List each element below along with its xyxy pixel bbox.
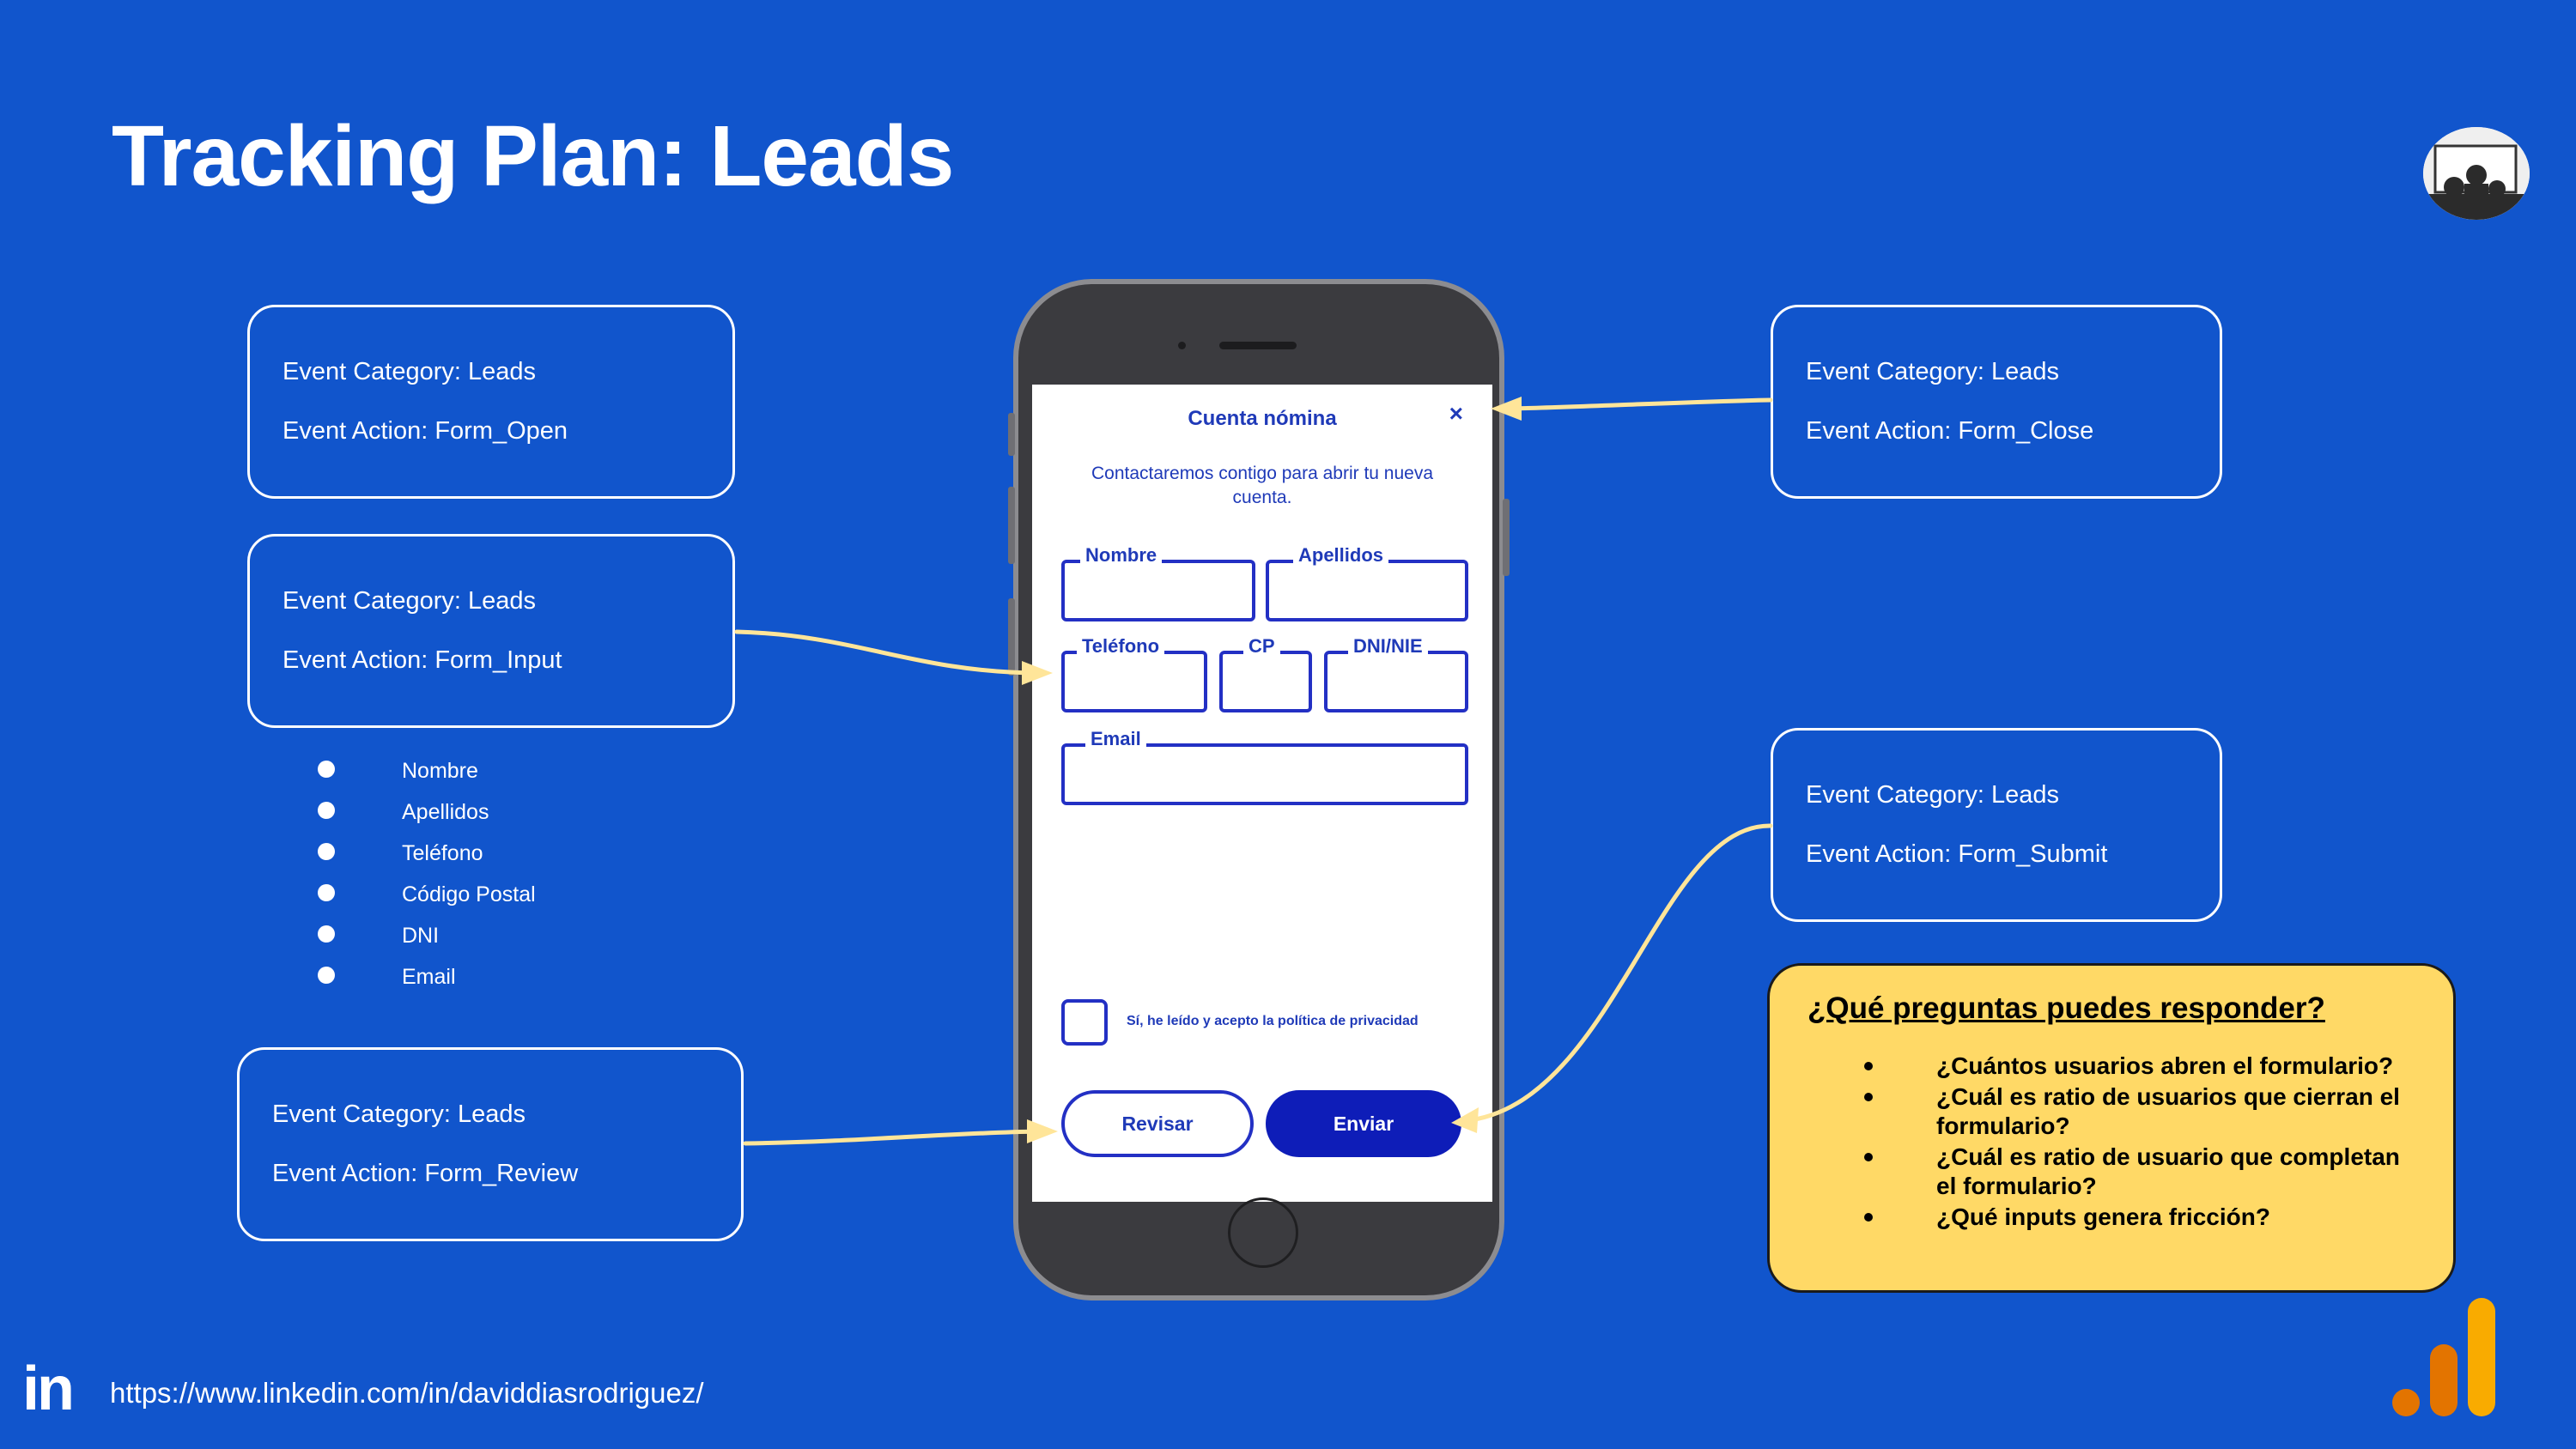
- phone-side-button: [1503, 499, 1510, 576]
- field-label: Email: [1085, 728, 1146, 750]
- phone-side-button: [1008, 598, 1015, 676]
- review-button[interactable]: Revisar: [1061, 1090, 1254, 1157]
- arrow-form-review: [743, 1129, 1042, 1146]
- event-category: Event Category: Leads: [1806, 358, 2060, 385]
- bullet-icon: [318, 925, 335, 943]
- list-item: ¿Qué inputs genera fricción?: [1807, 1203, 2453, 1232]
- list-item: ¿Cuántos usuarios abren el formulario?: [1807, 1052, 2453, 1081]
- arrow-form-input: [734, 629, 1038, 676]
- field-label: Apellidos: [1293, 544, 1389, 567]
- questions-box: ¿Qué preguntas puedes responder? ¿Cuánto…: [1767, 963, 2456, 1293]
- event-box-form-open: Event Category: Leads Event Action: Form…: [247, 305, 735, 499]
- event-category: Event Category: Leads: [283, 587, 537, 615]
- event-box-form-input: Event Category: Leads Event Action: Form…: [247, 534, 735, 728]
- arrow-form-close: [1509, 397, 1773, 411]
- phone-side-button: [1008, 413, 1015, 456]
- list-item: Email: [318, 961, 536, 1003]
- list-item: ¿Cuál es ratio de usuarios que cierran e…: [1807, 1082, 2453, 1141]
- event-box-form-close: Event Category: Leads Event Action: Form…: [1771, 305, 2222, 499]
- phone-side-button: [1008, 487, 1015, 564]
- form-description: Contactaremos contigo para abrir tu nuev…: [1091, 464, 1434, 507]
- event-category: Event Category: Leads: [1806, 781, 2060, 809]
- field-label: Nombre: [1080, 544, 1163, 567]
- form-title: Cuenta nómina: [1188, 407, 1337, 430]
- avatar: [2423, 127, 2530, 220]
- dni-field[interactable]: DNI/NIE: [1324, 635, 1468, 712]
- privacy-label: Sí, he leído y acepto la política de pri…: [1127, 1014, 1419, 1028]
- list-item: Teléfono: [318, 838, 536, 879]
- submit-button[interactable]: Enviar: [1266, 1090, 1461, 1157]
- list-item: Código Postal: [318, 879, 536, 920]
- bullet-icon: [318, 843, 335, 860]
- phone-screen: Cuenta nómina × Contactaremos contigo pa…: [1032, 385, 1492, 1202]
- event-action: Event Action: Form_Close: [1806, 417, 2094, 445]
- event-category: Event Category: Leads: [283, 358, 537, 385]
- phone-home-button: [1228, 1197, 1298, 1268]
- questions-list: ¿Cuántos usuarios abren el formulario? ¿…: [1807, 1052, 2453, 1232]
- slide-title: Tracking Plan: Leads: [112, 108, 954, 204]
- event-box-form-submit: Event Category: Leads Event Action: Form…: [1771, 728, 2222, 922]
- event-action: Event Action: Form_Review: [272, 1160, 579, 1187]
- event-box-form-review: Event Category: Leads Event Action: Form…: [237, 1047, 744, 1241]
- email-field[interactable]: Email: [1061, 728, 1468, 805]
- nombre-field[interactable]: Nombre: [1061, 544, 1255, 621]
- linkedin-url[interactable]: https://www.linkedin.com/in/daviddiasrod…: [110, 1377, 704, 1409]
- telefono-field[interactable]: Teléfono: [1061, 635, 1207, 712]
- linkedin-icon[interactable]: in: [22, 1355, 75, 1423]
- bullet-icon: [1864, 1062, 1873, 1070]
- bullet-icon: [1864, 1153, 1873, 1161]
- list-item: DNI: [318, 920, 536, 961]
- event-action: Event Action: Form_Submit: [1806, 840, 2108, 868]
- list-item: Apellidos: [318, 797, 536, 838]
- field-label: Teléfono: [1077, 635, 1165, 658]
- list-item: Nombre: [318, 755, 536, 797]
- field-label: DNI/NIE: [1348, 635, 1428, 658]
- phone-speaker: [1219, 342, 1297, 349]
- bullet-icon: [318, 761, 335, 778]
- input-field-list: Nombre Apellidos Teléfono Código Postal …: [318, 755, 536, 1003]
- phone-mockup: Cuenta nómina × Contactaremos contigo pa…: [1008, 279, 1510, 1300]
- bullet-icon: [1864, 1093, 1873, 1101]
- event-category: Event Category: Leads: [272, 1100, 526, 1128]
- field-label: CP: [1243, 635, 1280, 658]
- phone-camera-icon: [1178, 342, 1186, 349]
- privacy-checkbox[interactable]: [1061, 999, 1108, 1046]
- event-action: Event Action: Form_Input: [283, 646, 562, 674]
- bullet-icon: [1864, 1213, 1873, 1222]
- apellidos-field[interactable]: Apellidos: [1266, 544, 1468, 621]
- cp-field[interactable]: CP: [1219, 635, 1312, 712]
- bullet-icon: [318, 884, 335, 901]
- event-action: Event Action: Form_Open: [283, 417, 568, 445]
- bullet-icon: [318, 967, 335, 984]
- list-item: ¿Cuál es ratio de usuario que completan …: [1807, 1143, 2453, 1201]
- analytics-icon: [2392, 1298, 2495, 1416]
- close-icon[interactable]: ×: [1449, 400, 1463, 427]
- arrow-form-submit: [1461, 823, 1773, 1124]
- questions-title: ¿Qué preguntas puedes responder?: [1807, 991, 2325, 1025]
- bullet-icon: [318, 802, 335, 819]
